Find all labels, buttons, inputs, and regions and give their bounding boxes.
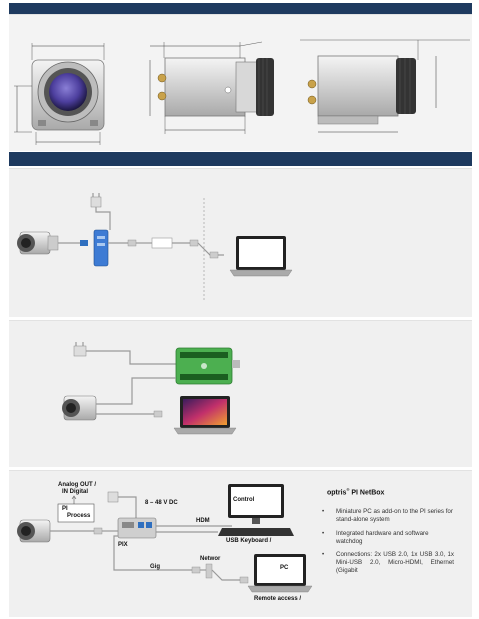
netbox-feature-item: • Miniature PC as add-on to the PI serie… — [322, 508, 453, 526]
camera-icon — [17, 519, 51, 543]
in-digital-label: IN Digital — [62, 489, 89, 495]
pi-netbox-icon — [117, 517, 157, 539]
voltage-label: 8 – 48 V DC — [145, 500, 178, 506]
bullet-icon: • — [322, 551, 325, 558]
analog-out-label: Analog OUT / — [58, 482, 96, 488]
control-label: Control — [233, 497, 255, 503]
pc-monitor-icon — [247, 554, 313, 593]
usb-keyboard-label: USB Keyboard / — [226, 538, 272, 544]
bullet-icon: • — [322, 530, 325, 537]
camera-side-view — [149, 41, 274, 134]
laptop-icon — [173, 396, 237, 435]
camera-mount-view — [300, 39, 470, 133]
power-plug-icon — [90, 193, 102, 208]
power-plug-icon — [73, 342, 87, 357]
usb-connector-icon — [80, 240, 88, 246]
monitor-icon — [228, 484, 284, 524]
remote-access-label: Remote access / — [254, 596, 302, 602]
camera-icon — [17, 231, 59, 255]
keyboard-icon — [218, 528, 294, 536]
section-header-bar-top — [9, 3, 472, 14]
pi-process-label-line2: Process — [67, 513, 91, 519]
section-header-bar-middle — [9, 152, 472, 166]
camera-icon — [62, 395, 97, 421]
camera-front-view — [14, 43, 105, 145]
industrial-box-icon — [175, 347, 240, 385]
netbox-title-product: PI NetBox — [349, 489, 385, 497]
networ-label: Networ — [200, 556, 221, 562]
hdm-label: HDM — [196, 518, 210, 524]
power-plug-icon — [107, 491, 119, 503]
bullet-icon: • — [322, 508, 325, 515]
netbox-title-brand: optris — [327, 489, 347, 497]
pix-label: PIX — [118, 542, 128, 548]
netbox-feature-text: Connections: 2x USB 2.0, 1x USB 3.0, 1x … — [336, 551, 454, 574]
pi-process-label-line1: PI — [62, 506, 68, 512]
netbox-title-reg: ® — [346, 487, 350, 492]
netbox-feature-item: • Connections: 2x USB 2.0, 1x USB 3.0, 1… — [322, 551, 454, 585]
laptop-icon — [229, 236, 293, 277]
netbox-feature-item: • Integrated hardware and software watch… — [322, 530, 452, 548]
setup-panel-2 — [9, 320, 472, 467]
pi-process-box — [57, 503, 95, 523]
gig-label: Gig — [150, 564, 160, 570]
netbox-feature-text: Miniature PC as add-on to the PI series … — [336, 508, 453, 523]
pc-label: PC — [280, 565, 289, 571]
netbox-feature-text: Integrated hardware and software watchdo… — [336, 530, 429, 545]
netbox-title: optris® PI NetBox — [327, 487, 384, 496]
pi-netbox-icon — [93, 229, 109, 267]
